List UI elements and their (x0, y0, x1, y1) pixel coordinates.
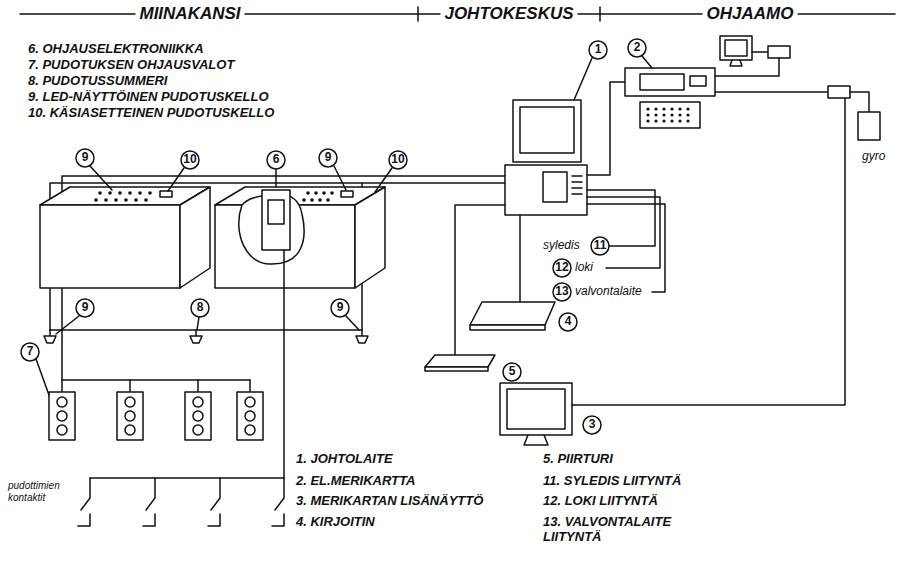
part-list-item: 2. EL.MERIKARTTA (296, 474, 415, 489)
callout-number: 9 (82, 301, 89, 315)
section-heading: JOHTOKESKUS (440, 4, 577, 24)
callout-number: 7 (27, 345, 34, 359)
callout-number: 9 (325, 151, 332, 165)
callout-number: 3 (589, 418, 596, 432)
section-heading: OHJAAMO (703, 4, 798, 24)
signal-label: valvontalaite (575, 285, 642, 299)
part-list-item: 4. KIRJOITIN (296, 515, 375, 530)
callout-number: 13 (555, 285, 568, 299)
contact-label: pudottimien kontaktit (8, 480, 68, 503)
callout-number: 1 (595, 43, 602, 57)
callout-number: 8 (197, 301, 204, 315)
signal-label: loki (575, 261, 593, 275)
callout-number: 10 (391, 153, 404, 167)
callout-number: 10 (183, 153, 196, 167)
part-list-item: 12. LOKI LIITYNTÄ (543, 494, 658, 509)
part-list-item: 9. LED-NÄYTTÖINEN PUDOTUSKELLO (28, 90, 269, 105)
callout-number: 2 (634, 41, 641, 55)
part-list-item: 8. PUDOTUSSUMMERI (28, 74, 167, 89)
callout-number: 5 (509, 365, 516, 379)
part-list-item: 1. JOHTOLAITE (296, 452, 393, 467)
callout-number: 9 (82, 151, 89, 165)
part-list-item: 13. VALVONTALAITE LIITYNTÄ (543, 515, 693, 545)
part-list-item: 5. PIIRTURI (543, 452, 613, 467)
callout-number: 9 (337, 301, 344, 315)
section-heading: MIINAKANSI (135, 4, 244, 24)
callout-number: 12 (555, 261, 568, 275)
part-list-item: 11. SYLEDIS LIITYNTÄ (543, 474, 681, 489)
callout-number: 11 (594, 239, 607, 253)
callout-number: 4 (565, 315, 572, 329)
part-list-item: 6. OHJAUSELEKTRONIIKKA (28, 42, 204, 57)
signal-label: gyro (862, 150, 885, 164)
signal-label: syledis (543, 239, 580, 253)
part-list-item: 7. PUDOTUKSEN OHJAUSVALOT (28, 58, 234, 73)
part-list-item: 3. MERIKARTAN LISÄNÄYTTÖ (296, 494, 483, 509)
part-list-item: 10. KÄSIASETTEINEN PUDOTUSKELLO (28, 106, 274, 121)
callout-number: 6 (273, 153, 280, 167)
